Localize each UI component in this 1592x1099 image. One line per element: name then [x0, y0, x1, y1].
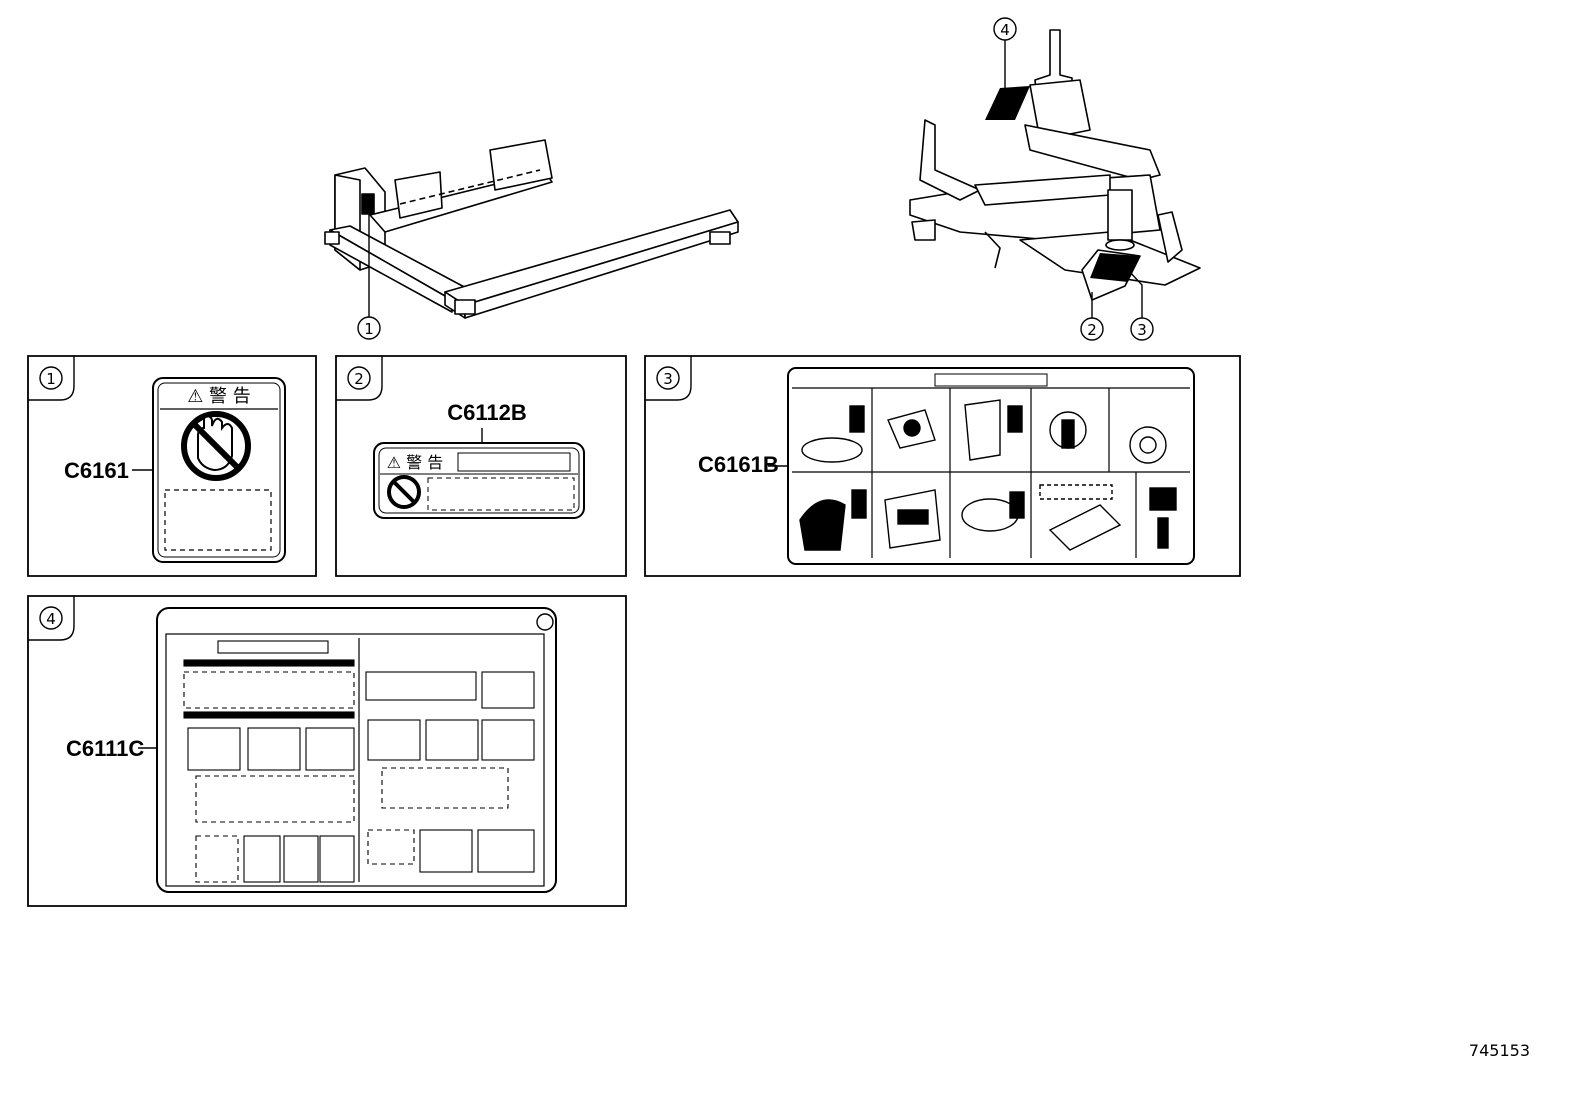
panel-1-sticker-title: ⚠ 警 告 — [187, 386, 251, 407]
callout-1-text: 1 — [364, 320, 374, 338]
frame-assembly-right — [909, 29, 1201, 301]
callout-1 — [357, 316, 381, 340]
panel-3-number: 3 — [663, 370, 673, 388]
callout-4-text: 4 — [1000, 21, 1010, 39]
panel-1-number: 1 — [46, 370, 56, 388]
callout-2-text: 2 — [1087, 321, 1097, 339]
label-marker-4 — [985, 86, 1030, 120]
panel-1: 1 C6161 ⚠ 警 告 — [27, 355, 317, 577]
panel-3: 3 C6161B — [644, 355, 1241, 577]
panel-4-number: 4 — [46, 610, 56, 628]
label-marker-1 — [361, 193, 375, 215]
panel-2-part-code: C6112B — [447, 400, 527, 425]
panel-3-part-code: C6161B — [698, 452, 779, 477]
panel-2-sticker-title: ⚠ 警 告 — [387, 453, 444, 472]
frame-assembly-left — [324, 139, 739, 319]
callout-2 — [1080, 317, 1104, 341]
panel-2: 2 C6112B ⚠ 警 告 — [335, 355, 627, 577]
no-hand-icon — [181, 411, 251, 481]
callout-3-text: 3 — [1137, 321, 1147, 339]
panel-4-part-code: C6111C — [66, 736, 144, 761]
no-hand-icon-small — [387, 475, 421, 509]
callout-4 — [993, 17, 1017, 41]
panel-4: 4 C6111C — [27, 595, 627, 907]
label-marker-2-3 — [1090, 253, 1140, 282]
callout-3 — [1130, 317, 1154, 341]
panel-2-number: 2 — [354, 370, 364, 388]
panel-1-part-code: C6161 — [64, 458, 129, 483]
reference-number: 745153 — [1469, 1041, 1530, 1060]
